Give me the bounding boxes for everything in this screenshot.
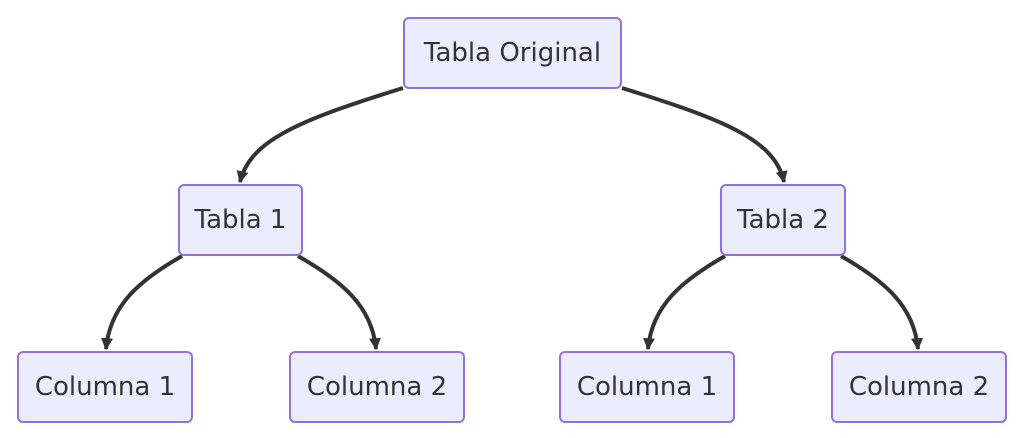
- node-tabla-2: Tabla 2: [720, 184, 846, 256]
- edge-tabla2-to-col1: [643, 254, 726, 351]
- node-label: Columna 2: [306, 372, 448, 402]
- node-tabla1-columna-2: Columna 2: [289, 351, 465, 423]
- node-tabla2-columna-1: Columna 1: [559, 351, 735, 423]
- node-tabla-original: Tabla Original: [403, 17, 622, 89]
- node-tabla-1: Tabla 1: [178, 184, 303, 256]
- node-label: Tabla 2: [737, 205, 829, 235]
- edge-root-to-tabla1: [236, 86, 404, 184]
- edge-tabla1-to-col1: [101, 254, 183, 351]
- node-tabla2-columna-2: Columna 2: [831, 351, 1007, 423]
- node-label: Columna 1: [34, 372, 176, 402]
- edge-root-to-tabla2: [621, 86, 788, 184]
- node-tabla1-columna-1: Columna 1: [17, 351, 193, 423]
- edge-tabla1-to-col2: [297, 254, 381, 351]
- node-label: Tabla Original: [423, 38, 602, 68]
- node-label: Tabla 1: [194, 205, 287, 235]
- node-label: Columna 2: [848, 372, 990, 402]
- node-label: Columna 1: [576, 372, 718, 402]
- edge-tabla2-to-col2: [840, 254, 923, 351]
